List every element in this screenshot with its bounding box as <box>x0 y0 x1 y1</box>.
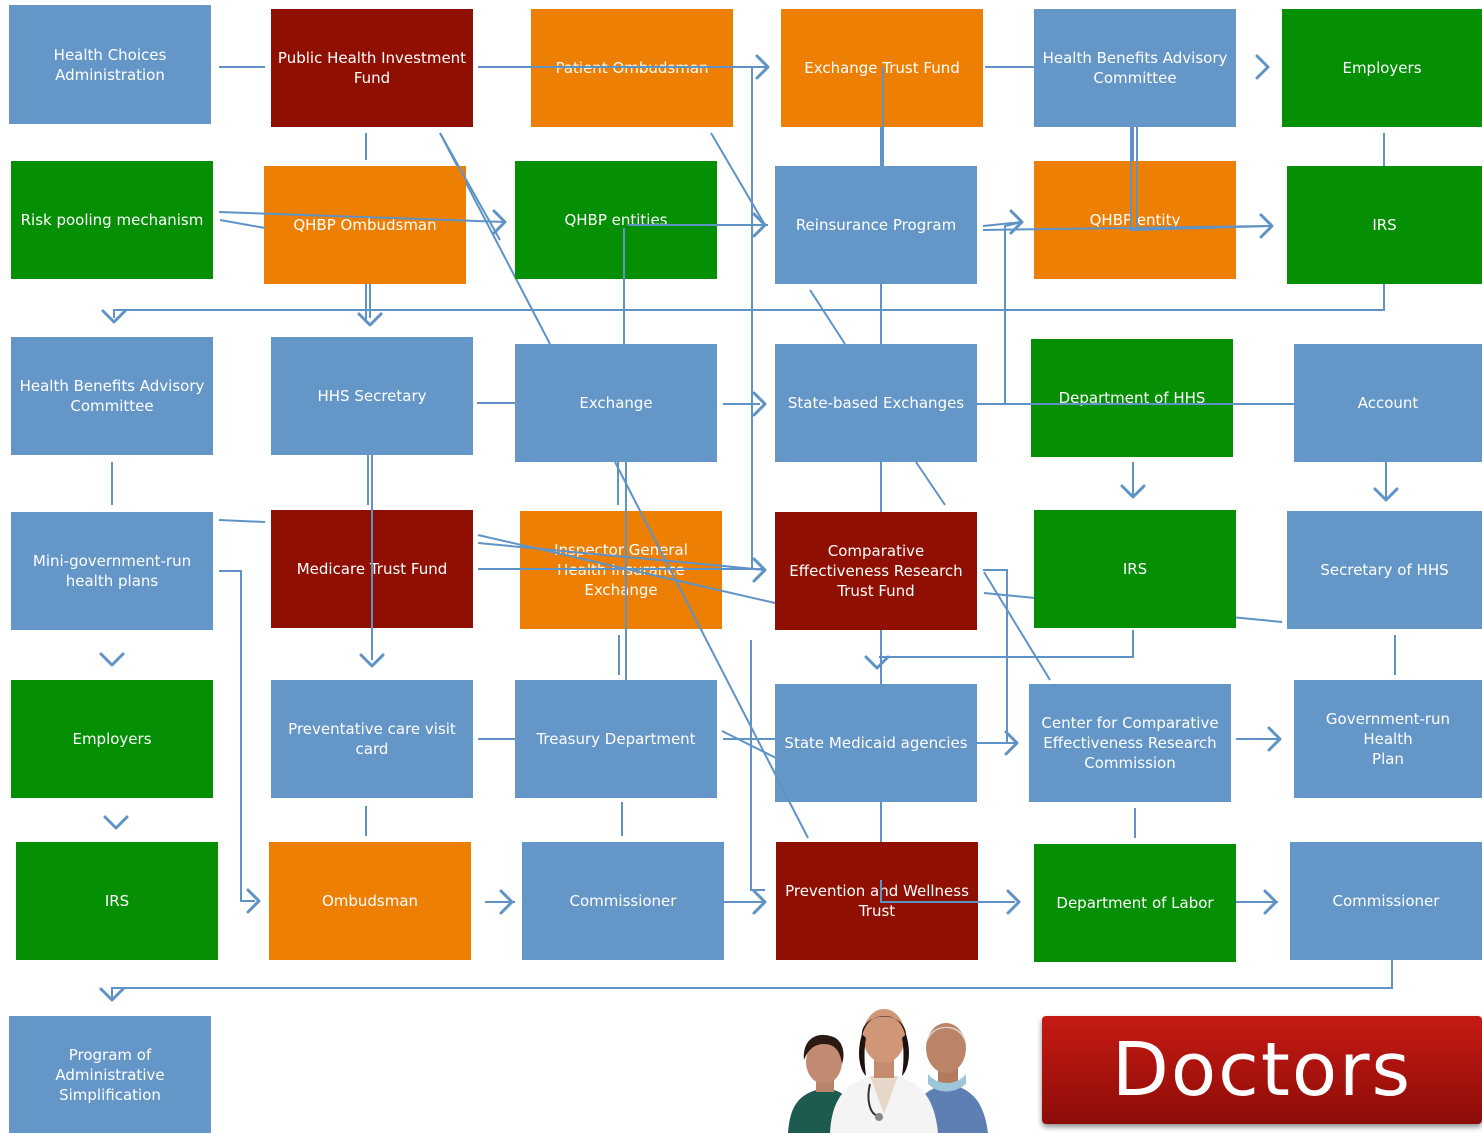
node-label: Mini-government-run health plans <box>32 552 192 590</box>
node-label: Account <box>1357 394 1419 412</box>
connector-line <box>218 519 266 523</box>
node-box: Health Choices Administration <box>9 5 211 124</box>
node-label: Risk pooling mechanism <box>20 211 204 229</box>
node-label: Ombudsman <box>321 892 419 910</box>
node-label: Exchange Trust Fund <box>804 59 960 77</box>
node-label: IRS <box>104 892 130 910</box>
node-box: Health Benefits Advisory Committee <box>11 337 213 455</box>
node-box: Exchange <box>515 344 717 462</box>
node-label: Department of Labor <box>1056 894 1214 912</box>
node-box: QHBP entities <box>515 161 717 279</box>
node-box: Preventative care visit card <box>271 680 473 798</box>
node-label: Health Choices Administration <box>53 45 167 84</box>
node-label: Health Benefits Advisory Committee <box>19 377 205 415</box>
doctors-banner-label: Doctors <box>1111 1027 1413 1113</box>
node-label: IRS <box>1372 216 1397 234</box>
node-label: Health Benefits Advisory Committee <box>1042 49 1228 87</box>
node-label: Secretary of HHS <box>1320 561 1449 579</box>
node-label: Department of HHS <box>1058 389 1206 407</box>
node-box: Reinsurance Program <box>775 166 977 284</box>
node-box: Comparative Effectiveness Research Trust… <box>775 512 977 630</box>
node-box: IRS <box>16 842 218 960</box>
node-label: HHS Secretary <box>317 387 427 405</box>
node-box: Medicare Trust Fund <box>271 510 473 628</box>
node-label: Medicare Trust Fund <box>296 560 448 578</box>
node-box: IRS <box>1287 166 1482 284</box>
node-label: Government-run Health Plan <box>1325 710 1451 768</box>
node-box: State-based Exchanges <box>775 344 977 462</box>
node-box: Exchange Trust Fund <box>781 9 983 127</box>
doctors-photo-icon <box>788 1009 988 1133</box>
node-label: QHBP entity <box>1089 211 1181 229</box>
node-box: Department of HHS <box>1031 339 1233 457</box>
node-label: Preventative care visit card <box>288 720 456 758</box>
node-label: Employers <box>72 730 152 748</box>
node-label: State-based Exchanges <box>787 394 965 412</box>
node-label: State Medicaid agencies <box>784 734 968 752</box>
node-label: Inspector General Health Insurance Excha… <box>554 541 688 599</box>
node-box: Mini-government-run health plans <box>11 512 213 630</box>
node-box: Employers <box>11 680 213 798</box>
node-box: QHBP Ombudsman <box>264 166 466 284</box>
node-box: Government-run Health Plan <box>1294 680 1482 798</box>
node-box: Patient Ombudsman <box>531 9 733 127</box>
node-box: Program of Administrative Simplification <box>9 1016 211 1133</box>
node-label: Comparative Effectiveness Research Trust… <box>789 542 963 600</box>
connector-line <box>710 132 766 226</box>
node-label: Prevention and Wellness Trust <box>785 882 969 920</box>
node-box: IRS <box>1034 510 1236 628</box>
node-label: Commissioner <box>569 892 677 910</box>
node-box: State Medicaid agencies <box>775 684 977 802</box>
node-box: HHS Secretary <box>271 337 473 455</box>
node-box: Center for Comparative Effectiveness Res… <box>1029 684 1231 802</box>
connector-line <box>879 630 1134 658</box>
node-box: Prevention and Wellness Trust <box>776 842 978 960</box>
node-box: Commissioner <box>1290 842 1482 960</box>
node-label: Commissioner <box>1332 892 1440 910</box>
node-label: Reinsurance Program <box>795 216 957 234</box>
node-label: Exchange <box>579 394 653 412</box>
node-box: Secretary of HHS <box>1287 511 1482 629</box>
node-box: Ombudsman <box>269 842 471 960</box>
node-box: Account <box>1294 344 1482 462</box>
node-label: QHBP Ombudsman <box>293 216 437 234</box>
node-box: Health Benefits Advisory Committee <box>1034 9 1236 127</box>
node-label: Center for Comparative Effectiveness Res… <box>1041 714 1219 772</box>
node-label: Employers <box>1342 59 1422 77</box>
node-box: Treasury Department <box>515 680 717 798</box>
connector-line <box>915 461 946 506</box>
node-box: Inspector General Health Insurance Excha… <box>520 511 722 629</box>
node-label: Public Health Investment Fund <box>277 49 467 87</box>
node-box: Commissioner <box>522 842 724 960</box>
node-label: QHBP entities <box>564 211 668 229</box>
node-box: Public Health Investment Fund <box>271 9 473 127</box>
node-box: Department of Labor <box>1034 844 1236 962</box>
node-box: Employers <box>1282 9 1482 127</box>
connector-line <box>983 571 1051 681</box>
node-label: Patient Ombudsman <box>555 59 709 77</box>
doctors-banner: Doctors <box>1042 1016 1482 1124</box>
node-label: Treasury Department <box>536 730 696 748</box>
node-box: QHBP entity <box>1034 161 1236 279</box>
node-label: Program of Administrative Simplification <box>55 1045 165 1104</box>
node-label: IRS <box>1122 560 1148 578</box>
node-box: Risk pooling mechanism <box>11 161 213 279</box>
connector-line <box>809 289 846 345</box>
